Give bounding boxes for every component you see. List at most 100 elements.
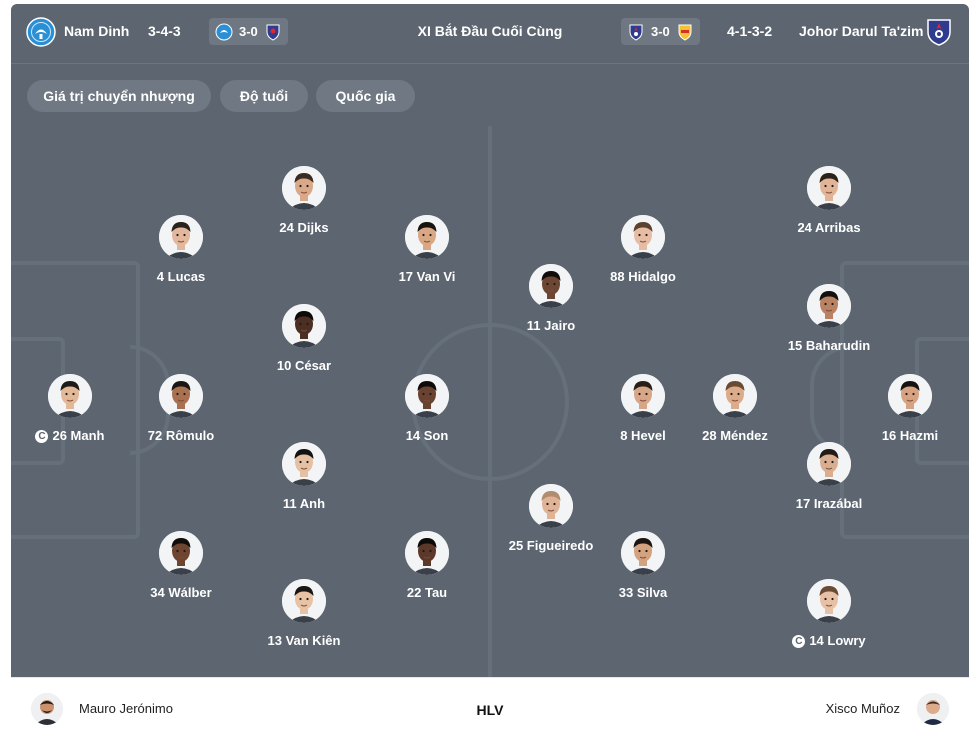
away-player[interactable]: 24 Arribas xyxy=(769,166,889,238)
player-name-row: 17 Irazábal xyxy=(769,496,889,512)
player-label: 11 Anh xyxy=(282,496,326,511)
away-player[interactable]: 11 Jairo xyxy=(491,264,611,336)
home-player[interactable]: 13 Van Kiên xyxy=(244,579,364,651)
player-avatar[interactable] xyxy=(529,264,573,308)
home-coach-avatar[interactable] xyxy=(31,693,63,725)
player-avatar[interactable] xyxy=(282,579,326,623)
player-avatar[interactable] xyxy=(282,166,326,210)
home-player[interactable]: 22 Tau xyxy=(367,531,487,603)
away-player[interactable]: 16 Hazmi xyxy=(850,374,969,446)
opponent-mini-logo xyxy=(678,24,692,41)
player-photo-icon xyxy=(159,531,203,575)
away-player[interactable]: 15 Baharudin xyxy=(769,284,889,356)
away-coach-name[interactable]: Xisco Muñoz xyxy=(825,701,900,716)
player-label: 24 Arribas xyxy=(797,220,861,235)
player-avatar[interactable] xyxy=(621,374,665,418)
player-avatar[interactable] xyxy=(888,374,932,418)
player-photo-icon xyxy=(621,531,665,575)
player-avatar[interactable] xyxy=(405,531,449,575)
player-photo-icon xyxy=(282,579,326,623)
player-photo-icon xyxy=(159,374,203,418)
player-avatar[interactable] xyxy=(159,374,203,418)
home-formation: 3-4-3 xyxy=(148,23,181,39)
home-player[interactable]: 24 Dijks xyxy=(244,166,364,238)
filter-age[interactable]: Độ tuổi xyxy=(220,80,308,112)
home-player[interactable]: 10 César xyxy=(244,304,364,376)
player-name-row: 11 Anh xyxy=(244,496,364,512)
player-name-row: 88 Hidalgo xyxy=(583,269,703,285)
jdt-logo[interactable] xyxy=(924,17,954,47)
coach-photo-icon xyxy=(917,693,949,725)
home-player[interactable]: 14 Son xyxy=(367,374,487,446)
player-photo-icon xyxy=(405,531,449,575)
player-label: 15 Baharudin xyxy=(787,338,871,353)
player-label: 25 Figueiredo xyxy=(508,538,594,553)
player-label: 22 Tau xyxy=(406,585,448,600)
player-label: 34 Wálber xyxy=(150,585,212,600)
player-avatar[interactable] xyxy=(621,531,665,575)
filter-market-value[interactable]: Giá trị chuyển nhượng xyxy=(27,80,211,112)
player-name-row: 11 Jairo xyxy=(491,318,611,334)
away-team-name[interactable]: Johor Darul Ta'zim xyxy=(799,23,924,39)
player-name-row: 22 Tau xyxy=(367,585,487,601)
home-player[interactable]: 4 Lucas xyxy=(121,215,241,287)
player-name-row: 34 Wálber xyxy=(121,585,241,601)
player-photo-icon xyxy=(159,215,203,259)
player-photo-icon xyxy=(48,374,92,418)
player-avatar[interactable] xyxy=(807,166,851,210)
player-avatar[interactable] xyxy=(159,531,203,575)
player-avatar[interactable] xyxy=(807,284,851,328)
player-photo-icon xyxy=(405,374,449,418)
player-photo-icon xyxy=(621,374,665,418)
player-avatar[interactable] xyxy=(405,215,449,259)
player-name-row: 28 Méndez xyxy=(675,428,795,444)
away-player[interactable]: 17 Irazábal xyxy=(769,442,889,514)
player-avatar[interactable] xyxy=(529,484,573,528)
player-avatar[interactable] xyxy=(621,215,665,259)
away-player[interactable]: 33 Silva xyxy=(583,531,703,603)
player-avatar[interactable] xyxy=(159,215,203,259)
player-avatar[interactable] xyxy=(48,374,92,418)
home-last-score: 3-0 xyxy=(239,23,258,39)
away-player[interactable]: 25 Figueiredo xyxy=(491,484,611,556)
away-player[interactable]: 88 Hidalgo xyxy=(583,215,703,287)
nam-dinh-logo[interactable] xyxy=(26,17,56,47)
player-photo-icon xyxy=(807,284,851,328)
player-avatar[interactable] xyxy=(282,304,326,348)
captain-badge: C xyxy=(792,634,806,648)
home-player[interactable]: 34 Wálber xyxy=(121,531,241,603)
away-coach-avatar[interactable] xyxy=(917,693,949,725)
away-player[interactable]: 8 Hevel xyxy=(583,374,703,446)
away-player[interactable]: 28 Méndez xyxy=(675,374,795,446)
coaches-row: Mauro Jerónimo HLV Xisco Muñoz xyxy=(11,677,969,743)
player-photo-icon xyxy=(807,442,851,486)
player-photo-icon xyxy=(282,166,326,210)
player-label: 28 Méndez xyxy=(702,428,768,443)
filter-nationality[interactable]: Quốc gia xyxy=(316,80,415,112)
home-player[interactable]: 11 Anh xyxy=(244,442,364,514)
player-avatar[interactable] xyxy=(713,374,757,418)
player-photo-icon xyxy=(405,215,449,259)
home-player[interactable]: 72 Rômulo xyxy=(121,374,241,446)
player-label: 4 Lucas xyxy=(156,269,206,284)
player-label: 17 Van Vi xyxy=(398,269,456,284)
player-name-row: 17 Van Vi xyxy=(367,269,487,285)
player-photo-icon xyxy=(621,215,665,259)
player-photo-icon xyxy=(282,304,326,348)
away-last-result[interactable]: 3-0 xyxy=(621,18,700,45)
player-label: 8 Hevel xyxy=(620,428,666,443)
home-team-name[interactable]: Nam Dinh xyxy=(64,23,130,39)
player-avatar[interactable] xyxy=(282,442,326,486)
player-label: 10 César xyxy=(276,358,332,373)
player-avatar[interactable] xyxy=(807,442,851,486)
player-avatar[interactable] xyxy=(807,579,851,623)
home-coach-name[interactable]: Mauro Jerónimo xyxy=(79,701,173,716)
player-name-row: 14 Son xyxy=(367,428,487,444)
home-player[interactable]: 17 Van Vi xyxy=(367,215,487,287)
player-avatar[interactable] xyxy=(405,374,449,418)
player-name-row: 24 Dijks xyxy=(244,220,364,236)
home-last-result[interactable]: 3-0 xyxy=(209,18,288,45)
